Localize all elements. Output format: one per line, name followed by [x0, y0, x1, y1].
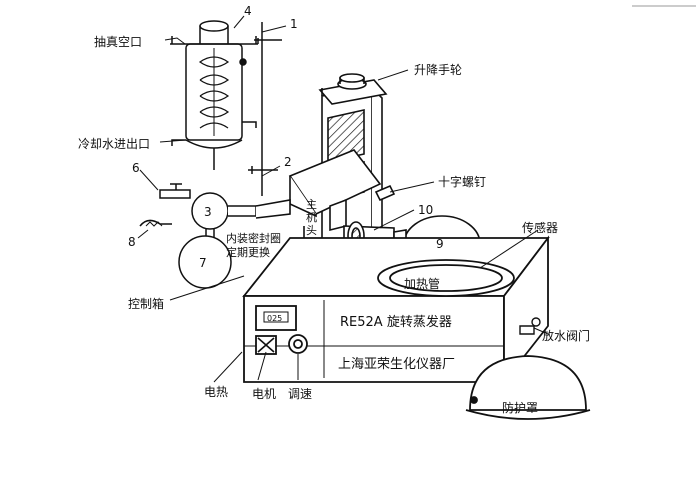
- label-number-7: 7: [199, 256, 207, 270]
- leader-lines: [137, 15, 549, 383]
- label-number-4: 4: [244, 4, 252, 18]
- label-protective-cover: 防护罩: [502, 400, 538, 415]
- label-number-3: 3: [204, 205, 212, 219]
- label-coolant-inlet-outlet: 冷却水进出口: [78, 137, 150, 151]
- label-number-1: 1: [290, 17, 298, 31]
- condenser: [170, 20, 258, 170]
- label-number-2: 2: [284, 155, 292, 169]
- label-sensor: 传感器: [522, 220, 558, 235]
- label-heating-bath: 加热管: [404, 276, 440, 291]
- drain-valve: [519, 317, 541, 335]
- label-seal-note-line2: 定期更换: [226, 245, 270, 259]
- control-box: [242, 235, 550, 385]
- label-cross-screw: 十字螺钉: [438, 174, 486, 189]
- label-lift-handwheel: 升降手轮: [414, 63, 462, 77]
- label-seal-note-line1: 内装密封圈: [226, 231, 281, 245]
- glass-assembly: [139, 183, 257, 289]
- label-number-6: 6: [132, 161, 140, 175]
- label-motor: 电机: [252, 387, 276, 401]
- label-main-unit-char-1: 主: [306, 198, 317, 211]
- label-main-unit-char-2: 机: [306, 210, 317, 224]
- label-number-9: 9: [436, 237, 444, 251]
- label-electric-heating: 电热: [204, 385, 228, 399]
- support-rod: [248, 22, 282, 196]
- label-drain-valve: 放水阀门: [542, 328, 590, 343]
- panel-model-text: RE52A 旋转蒸发器: [340, 314, 452, 330]
- label-vacuum-port: 抽真空口: [94, 35, 142, 49]
- label-speed-adjust: 调速: [288, 387, 312, 401]
- panel-maker-text: 上海亚荣生化仪器厂: [338, 357, 455, 372]
- label-main-unit-char-3: 头: [306, 224, 317, 237]
- protective-cover: [465, 355, 591, 420]
- label-number-8: 8: [128, 235, 136, 249]
- label-number-10: 10: [418, 203, 433, 217]
- panel-display-text: 025: [267, 314, 282, 323]
- label-control-box: 控制箱: [128, 296, 164, 311]
